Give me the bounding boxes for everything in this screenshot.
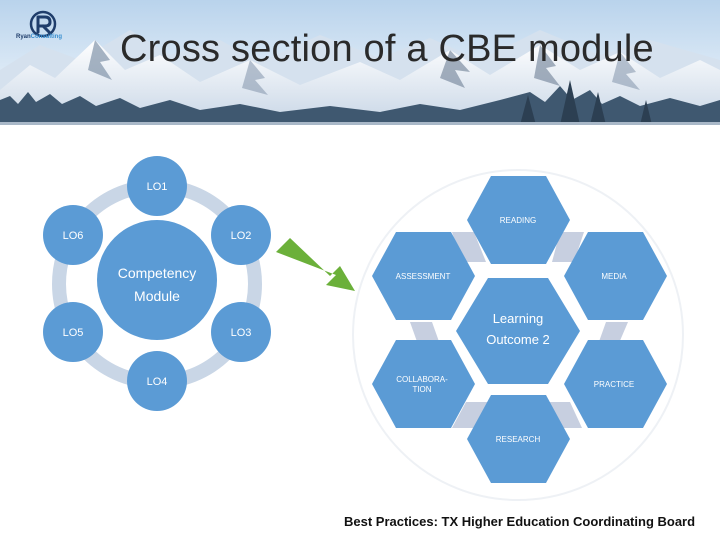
lo2-label: LO2 (231, 230, 252, 242)
learning-outcome-diagram: Learning Outcome 2 READING MEDIA PRACTIC… (352, 169, 684, 501)
logo-brand-part2: Consulting (30, 34, 62, 40)
competency-center-line2: Module (134, 288, 180, 304)
lo3-node (211, 302, 271, 362)
assessment-label: ASSESSMENT (396, 272, 451, 281)
lo4-node (127, 351, 187, 411)
ryan-logo-icon (29, 10, 57, 38)
company-logo (12, 8, 74, 52)
collaboration-label-line1: COLLABORA- (396, 375, 448, 384)
green-arrow-icon (276, 238, 355, 291)
logo-wordmark: RyanConsulting (16, 34, 62, 40)
outer-faint-ring (352, 169, 684, 501)
source-caption: Best Practices: TX Higher Education Coor… (344, 514, 696, 529)
lo3-label: LO3 (231, 327, 252, 339)
slide-title: Cross section of a CBE module (120, 28, 654, 70)
research-hex (467, 395, 570, 483)
mountain-background (0, 0, 720, 125)
lo2-node (211, 205, 271, 265)
learning-outcome-line1: Learning (493, 311, 544, 326)
assessment-hex (372, 232, 475, 320)
learning-outcome-center-hex (456, 278, 580, 384)
practice-hex (564, 340, 667, 428)
competency-module-diagram: Competency Module LO1 LO2 LO3 LO4 LO5 LO… (43, 156, 271, 411)
logo-brand-part1: Ryan (16, 34, 31, 40)
learning-outcome-line2: Outcome 2 (486, 332, 550, 347)
lo5-node (43, 302, 103, 362)
competency-center-line1: Competency (118, 265, 197, 281)
lo1-label: LO1 (147, 181, 168, 193)
lo6-label: LO6 (63, 230, 84, 242)
reading-label: READING (500, 216, 536, 225)
header-banner (0, 0, 720, 125)
media-label: MEDIA (601, 272, 627, 281)
lo4-label: LO4 (147, 376, 168, 388)
research-label: RESEARCH (496, 435, 541, 444)
practice-label: PRACTICE (594, 380, 634, 389)
competency-center-circle (97, 220, 217, 340)
lo1-node (127, 156, 187, 216)
cbe-diagram: Competency Module LO1 LO2 LO3 LO4 LO5 LO… (43, 156, 684, 501)
media-hex (564, 232, 667, 320)
collaboration-label-line2: TION (412, 385, 431, 394)
lo6-node (43, 205, 103, 265)
lo5-label: LO5 (63, 327, 84, 339)
reading-hex (467, 176, 570, 264)
collaboration-hex (372, 340, 475, 428)
